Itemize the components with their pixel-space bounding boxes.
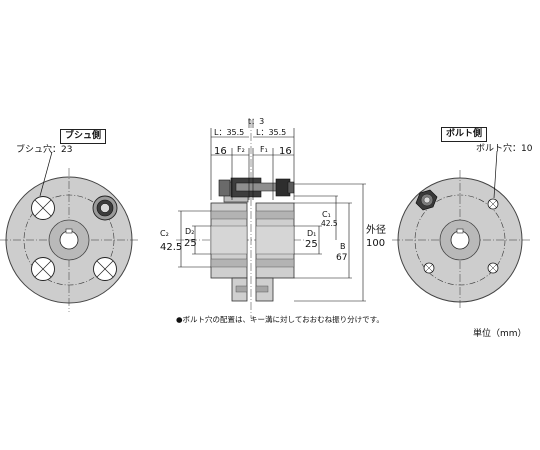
C2-label: C₂ <box>160 229 169 238</box>
bolt-nut <box>415 189 438 211</box>
C1-label: C₁ <box>322 210 331 219</box>
L-right-dimension: L：35.5 <box>256 128 286 137</box>
F2-label: F₂ <box>237 145 245 154</box>
bushing-hole <box>31 257 55 281</box>
bolt-hole <box>423 262 435 274</box>
bushing-hole <box>31 196 55 220</box>
bolt-side-view: ボルト穴：10 <box>392 142 533 310</box>
dim-16-left: 16 <box>214 146 227 157</box>
B-value: 67 <box>336 253 347 263</box>
bushing-side-tag: ブシュ側 <box>60 129 107 144</box>
D1-label: D₁ <box>307 229 316 238</box>
unit-label: 単位（mm） <box>473 329 527 339</box>
L-left-dimension: L：35.5 <box>214 128 244 137</box>
outer-diameter-value: 100 <box>366 238 385 249</box>
bushing-side-view: ブシュ穴：23 <box>0 143 140 312</box>
bushing-hole <box>93 257 117 281</box>
dimension-lines <box>178 120 366 302</box>
dim-16-right: 16 <box>279 146 292 157</box>
bushing-hole-label: ブシュ穴：23 <box>16 143 72 155</box>
bolt-hole-label: ボルト穴：10 <box>476 142 533 154</box>
C2-value: 42.5 <box>160 242 182 253</box>
t-dimension: t：3 <box>248 117 264 126</box>
bolt-side-tag: ボルト側 <box>441 127 488 142</box>
outer-diameter-label: 外径 <box>366 223 386 236</box>
F1-label: F₁ <box>260 145 268 154</box>
left-flange <box>210 202 248 302</box>
D1-value: 25 <box>305 239 318 250</box>
D2-value: 25 <box>184 238 197 249</box>
right-flange <box>255 202 295 302</box>
coupling-bolt <box>218 177 295 203</box>
D2-label: D₂ <box>185 227 194 236</box>
B-label: B <box>340 242 346 251</box>
bolt-hole <box>487 198 499 210</box>
footnote: ●ボルト穴の配置は、キー溝に対しておおむね振り分けです。 <box>176 315 384 324</box>
bolt-hole <box>487 262 499 274</box>
C1-value: 42.5 <box>321 219 338 228</box>
bushing-insert <box>92 195 118 221</box>
side-view: t：3 L：35.5 L：35.5 16 F₂ F₁ 16 C₂ 42.5 D₂… <box>160 117 386 318</box>
